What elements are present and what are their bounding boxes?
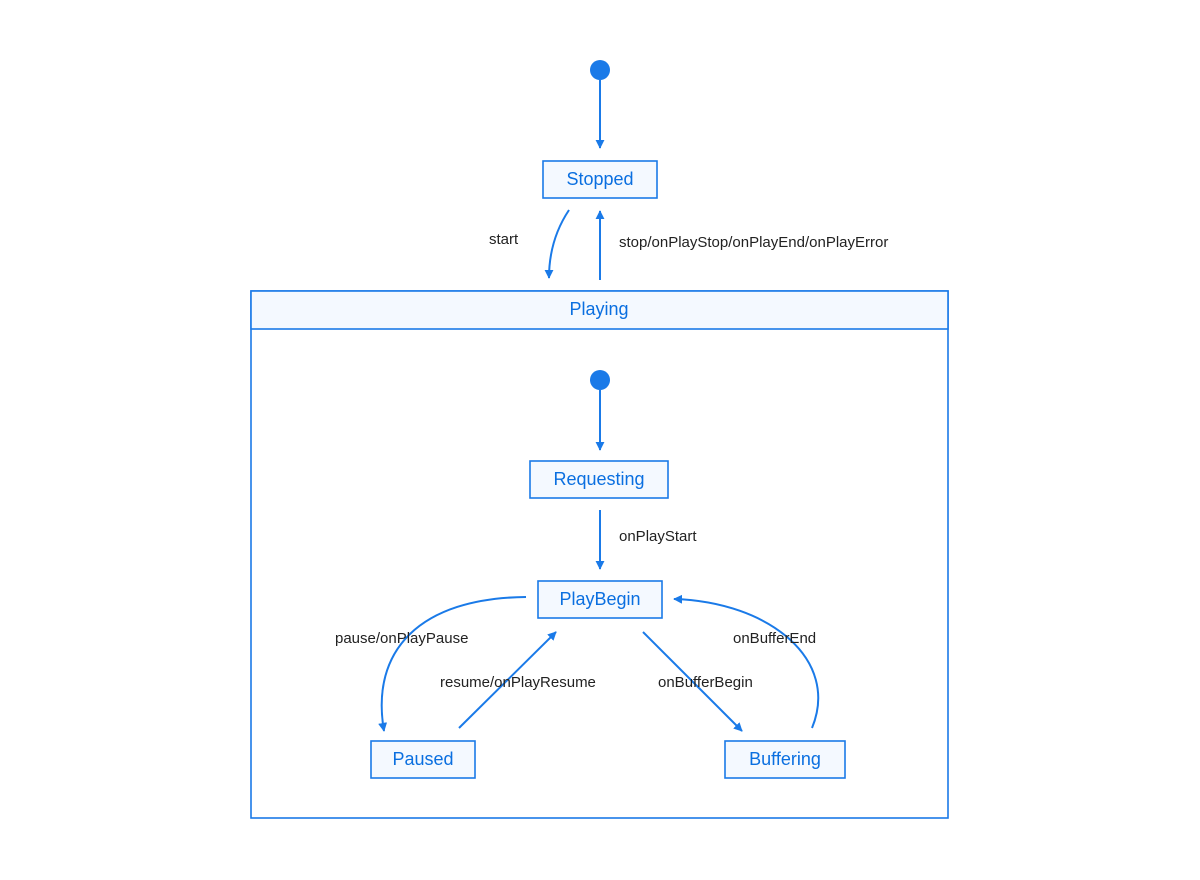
initial-node-top [590, 60, 610, 80]
state-playbegin: PlayBegin [537, 580, 663, 619]
state-requesting-label: Requesting [553, 469, 644, 489]
edge-label-on-buffer-end: onBufferEnd [733, 630, 816, 647]
edge-pause [378, 596, 527, 732]
edge-label-stop: stop/onPlayStop/onPlayEnd/onPlayError [619, 234, 888, 251]
state-stopped-label: Stopped [566, 169, 633, 189]
initial-node-inner [590, 370, 610, 390]
state-playing-label: Playing [569, 299, 628, 319]
edge-label-on-play-start: onPlayStart [619, 528, 697, 545]
edge-label-resume: resume/onPlayResume [440, 674, 596, 691]
state-paused: Paused [370, 740, 476, 779]
edge-resume [458, 631, 557, 729]
edge-on-buffer-end [673, 594, 820, 729]
edge-label-pause: pause/onPlayPause [335, 630, 468, 647]
state-buffering: Buffering [724, 740, 846, 779]
state-requesting: Requesting [529, 460, 669, 499]
state-paused-label: Paused [392, 749, 453, 769]
edge-label-on-buffer-begin: onBufferBegin [658, 674, 753, 691]
edge-label-start: start [489, 231, 519, 248]
state-playbegin-label: PlayBegin [559, 589, 640, 609]
state-stopped: Stopped [542, 160, 658, 199]
edge-start [544, 209, 570, 279]
state-buffering-label: Buffering [749, 749, 821, 769]
edge-on-buffer-begin [642, 631, 743, 732]
